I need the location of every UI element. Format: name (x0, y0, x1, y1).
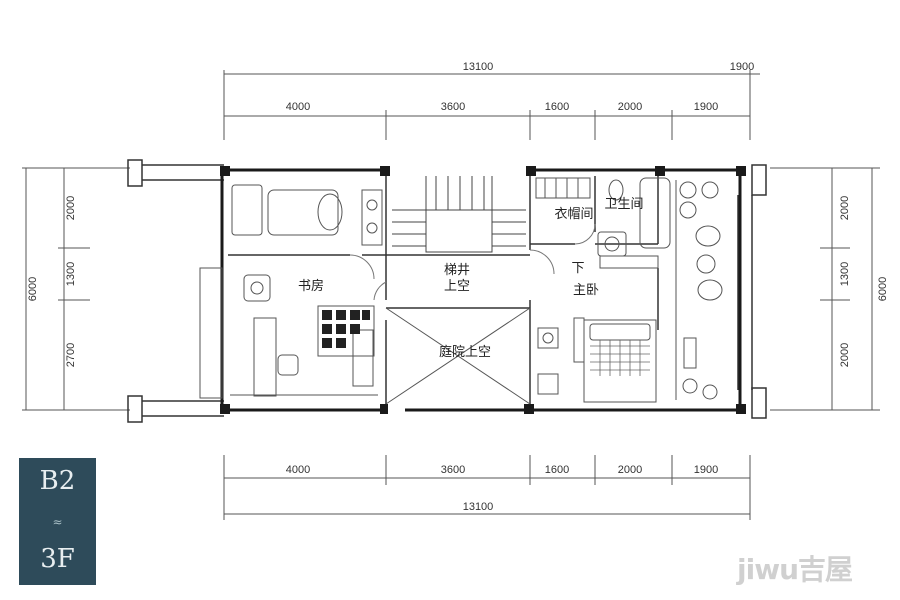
room-label-master-bedroom: 主卧 (573, 283, 599, 298)
dim-top-1: 3600 (441, 101, 465, 113)
dim-bottom-1: 3600 (441, 464, 465, 476)
dim-left-1: 1300 (65, 262, 77, 286)
bedroom-furniture (537, 180, 723, 403)
room-label-courtyard-void: 庭院上空 (439, 344, 491, 360)
dim-top-total: 13100 (463, 61, 494, 73)
dim-right-total: 6000 (877, 277, 889, 301)
dim-left-total: 6000 (27, 277, 39, 301)
watermark-logo: jiwu吉屋 (737, 553, 853, 586)
left-balcony-top (127, 159, 224, 187)
floor-badge: B2 ≈ 3F (19, 458, 96, 585)
dim-bottom-4: 1900 (694, 464, 718, 476)
room-label-study: 书房 (298, 278, 324, 294)
study-furniture (199, 184, 383, 399)
dim-top-partial: 1900 (730, 61, 754, 73)
dim-bottom-3: 2000 (618, 464, 642, 476)
bookshelf-pattern (322, 310, 370, 348)
dim-top-2: 1600 (545, 101, 569, 113)
left-dimension-lines (22, 167, 130, 411)
dim-right-1: 1300 (839, 262, 851, 286)
room-label-bathroom: 卫生间 (604, 197, 643, 212)
dim-left-2: 2700 (65, 343, 77, 367)
top-dimension-lines (223, 70, 760, 140)
dim-bottom-total: 13100 (463, 501, 494, 513)
left-balcony-bottom (127, 395, 224, 423)
courtyard-void-lines (385, 307, 531, 405)
room-label-closet: 衣帽间 (554, 206, 593, 222)
stair-down-label: 下 (571, 261, 584, 276)
bottom-dimension-lines (223, 455, 751, 520)
dim-left-0: 2000 (65, 196, 77, 220)
badge-unit-type: B2 (39, 466, 76, 496)
dim-right-0: 2000 (839, 196, 851, 220)
dim-top-4: 1900 (694, 101, 718, 113)
staircase (392, 176, 526, 253)
dim-bottom-2: 1600 (545, 464, 569, 476)
dim-bottom-0: 4000 (286, 464, 310, 476)
door-arcs (349, 223, 596, 301)
dim-top-3: 2000 (618, 101, 642, 113)
badge-floor: 3F (40, 544, 75, 574)
dim-right-2: 2000 (839, 343, 851, 367)
badge-divider: ≈ (52, 515, 63, 529)
wall-columns (220, 166, 746, 414)
dim-top-0: 4000 (286, 101, 310, 113)
room-label-stair-void: 上空 (444, 279, 470, 294)
closet-bath-furniture (535, 177, 671, 269)
bed-quilt-pattern (590, 340, 650, 376)
interior-walls (228, 176, 659, 404)
room-label-stair: 梯井 (444, 263, 470, 278)
right-balcony (737, 164, 767, 419)
right-dimension-lines (770, 167, 880, 411)
